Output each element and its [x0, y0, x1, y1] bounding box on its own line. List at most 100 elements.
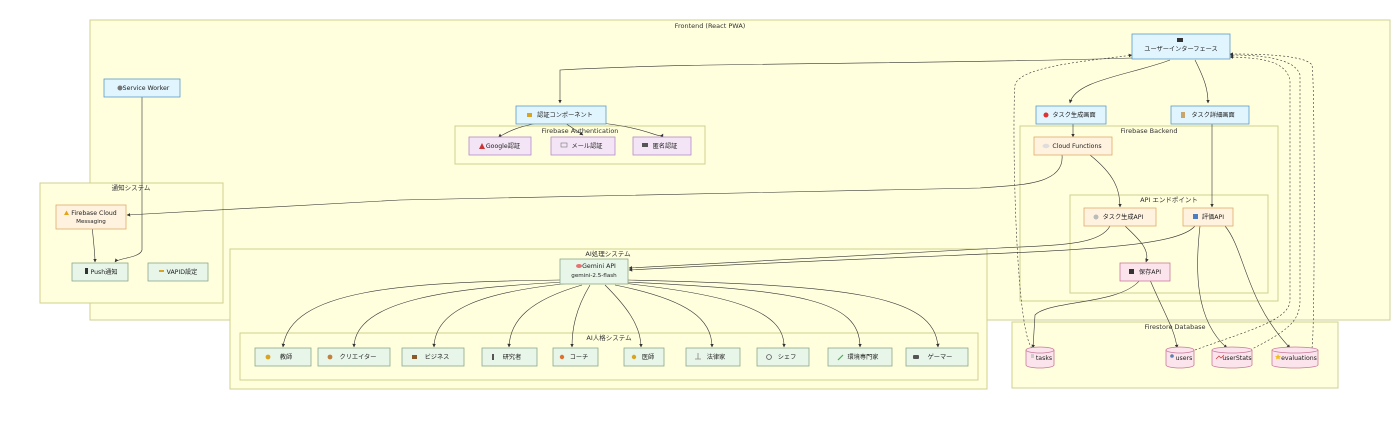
node-service-worker[interactable]: Service Worker	[103, 78, 181, 98]
star-icon	[1275, 354, 1281, 360]
cluster-notification: 通知システム	[39, 182, 224, 304]
edges	[91, 52, 1315, 351]
sparkle-icon	[1093, 214, 1099, 220]
node-eval-api[interactable]: 評価API	[1182, 207, 1234, 227]
edge-gemini-to-business	[432, 282, 573, 348]
node-save-api[interactable]: 保存API	[1119, 262, 1171, 282]
node-creator[interactable]: クリエイター	[317, 347, 391, 367]
edge-dash-tasks-to-ui	[1013, 53, 1133, 349]
edge-ui-to-task-detail	[1194, 59, 1210, 104]
document-icon	[1031, 354, 1034, 358]
node-business[interactable]: ビジネス	[401, 347, 465, 367]
edge-gemini-to-coach	[570, 284, 591, 348]
rocket-icon	[479, 143, 485, 149]
node-coach-label: コーチ	[570, 354, 589, 361]
cluster-notification-title: 通知システム	[112, 183, 151, 192]
node-google-auth-label: Google認証	[486, 142, 520, 150]
node-fcm-label-2: Messaging	[76, 219, 106, 225]
node-service-worker-label: Service Worker	[123, 85, 170, 92]
edge-fcm-to-push	[91, 225, 97, 263]
edge-gemini-to-creator	[352, 281, 566, 348]
edge-save-to-tasks	[1031, 279, 1141, 349]
cluster-firestore-title: Firestore Database	[1144, 323, 1205, 331]
node-eval-api-label: 評価API	[1202, 213, 1224, 221]
node-eco-expert-label: 環境専門家	[848, 353, 879, 361]
node-doctor[interactable]: 医師	[623, 347, 665, 367]
trend-icon	[1215, 354, 1225, 360]
node-teacher[interactable]: 教師	[254, 347, 312, 367]
node-push[interactable]: Push通知	[71, 262, 129, 282]
node-mail-auth[interactable]: メール認証	[550, 136, 616, 156]
node-task-api-label: タスク生成API	[1103, 213, 1144, 221]
node-db-evaluations[interactable]: evaluations	[1271, 346, 1319, 369]
edge-auth-to-google	[498, 122, 541, 138]
node-fcm[interactable]: Firebase Cloud Messaging	[55, 204, 127, 230]
edge-gemini-to-lawyer	[614, 284, 714, 348]
node-chef[interactable]: シェフ	[756, 347, 810, 367]
node-gemini-label-1: Gemini API	[582, 263, 616, 270]
node-teacher-label: 教師	[280, 353, 292, 361]
edge-dash-users-to-ui	[1194, 55, 1291, 351]
cluster-ai-processing-title: AI処理システム	[585, 249, 631, 258]
node-task-create-screen[interactable]: タスク生成画面	[1035, 105, 1107, 125]
node-lawyer[interactable]: 法律家	[685, 347, 741, 367]
edge-eval-to-evaluations	[1224, 225, 1291, 349]
lock-icon	[527, 113, 532, 117]
monitor-icon	[1177, 38, 1183, 42]
node-cloud-functions-label: Cloud Functions	[1052, 143, 1101, 150]
cluster-frontend-title: Frontend (React PWA)	[675, 22, 746, 30]
edge-cf-to-task-api	[1089, 154, 1122, 208]
microscope-icon	[492, 354, 494, 360]
node-auth-component-label: 認証コンポーネント	[537, 111, 593, 119]
node-researcher[interactable]: 研究者	[481, 347, 538, 367]
user-icon	[1170, 354, 1174, 358]
node-cloud-functions[interactable]: Cloud Functions	[1033, 136, 1113, 156]
edge-ui-to-task-create	[1068, 59, 1171, 104]
node-ui[interactable]: ユーザーインターフェース	[1131, 33, 1231, 60]
node-auth-component[interactable]: 認証コンポーネント	[515, 105, 607, 125]
cluster-firebase-auth-title: Firebase Authentication	[542, 127, 619, 135]
node-db-evaluations-label: evaluations	[1281, 355, 1317, 362]
edge-ui-to-auth	[558, 57, 1133, 104]
node-push-label: Push通知	[90, 268, 117, 276]
palette-icon	[327, 354, 333, 360]
node-google-auth[interactable]: Google認証	[468, 136, 532, 156]
node-db-userstats[interactable]: userStats	[1211, 346, 1253, 369]
node-doctor-label: 医師	[642, 353, 654, 361]
clipboard-icon	[1181, 112, 1185, 118]
chart-icon	[1193, 214, 1198, 219]
node-gemini-label-2: gemini-2.5-flash	[571, 273, 617, 279]
node-gemini[interactable]: Gemini API gemini-2.5-flash	[559, 258, 629, 285]
node-task-api[interactable]: タスク生成API	[1083, 207, 1157, 227]
node-eco-expert[interactable]: 環境専門家	[827, 347, 893, 367]
phone-icon	[85, 268, 88, 274]
node-db-tasks[interactable]: tasks	[1025, 346, 1055, 369]
node-gamer-label: ゲーマー	[928, 353, 953, 361]
node-lawyer-label: 法律家	[707, 353, 726, 361]
node-anon-auth[interactable]: 匿名認証	[632, 136, 692, 156]
warning-icon	[64, 210, 69, 215]
doctor-icon	[631, 354, 637, 360]
edge-eval-api-to-gemini	[628, 225, 1196, 272]
node-task-detail-screen-label: タスク詳細画面	[1191, 111, 1234, 119]
node-vapid[interactable]: VAPID設定	[147, 262, 209, 282]
node-db-userstats-label: userStats	[1222, 355, 1251, 362]
chef-icon	[766, 354, 772, 360]
edge-gemini-to-chef	[621, 282, 786, 348]
node-task-create-screen-label: タスク生成画面	[1052, 111, 1095, 119]
node-gamer[interactable]: ゲーマー	[905, 347, 969, 367]
node-anon-auth-label: 匿名認証	[653, 142, 678, 150]
node-coach[interactable]: コーチ	[552, 347, 599, 367]
edge-eval-to-userstats	[1197, 225, 1228, 349]
gear-icon	[117, 85, 123, 91]
cluster-firebase-backend-title: Firebase Backend	[1121, 127, 1178, 135]
brain-icon	[576, 264, 582, 268]
briefcase-icon	[412, 355, 417, 359]
node-db-users[interactable]: users	[1165, 346, 1195, 369]
incognito-icon	[642, 143, 648, 147]
node-fcm-label-1: Firebase Cloud	[71, 210, 117, 217]
edge-task-api-to-save	[1124, 225, 1149, 263]
node-vapid-label: VAPID設定	[167, 268, 198, 276]
node-task-detail-screen[interactable]: タスク詳細画面	[1170, 105, 1250, 125]
